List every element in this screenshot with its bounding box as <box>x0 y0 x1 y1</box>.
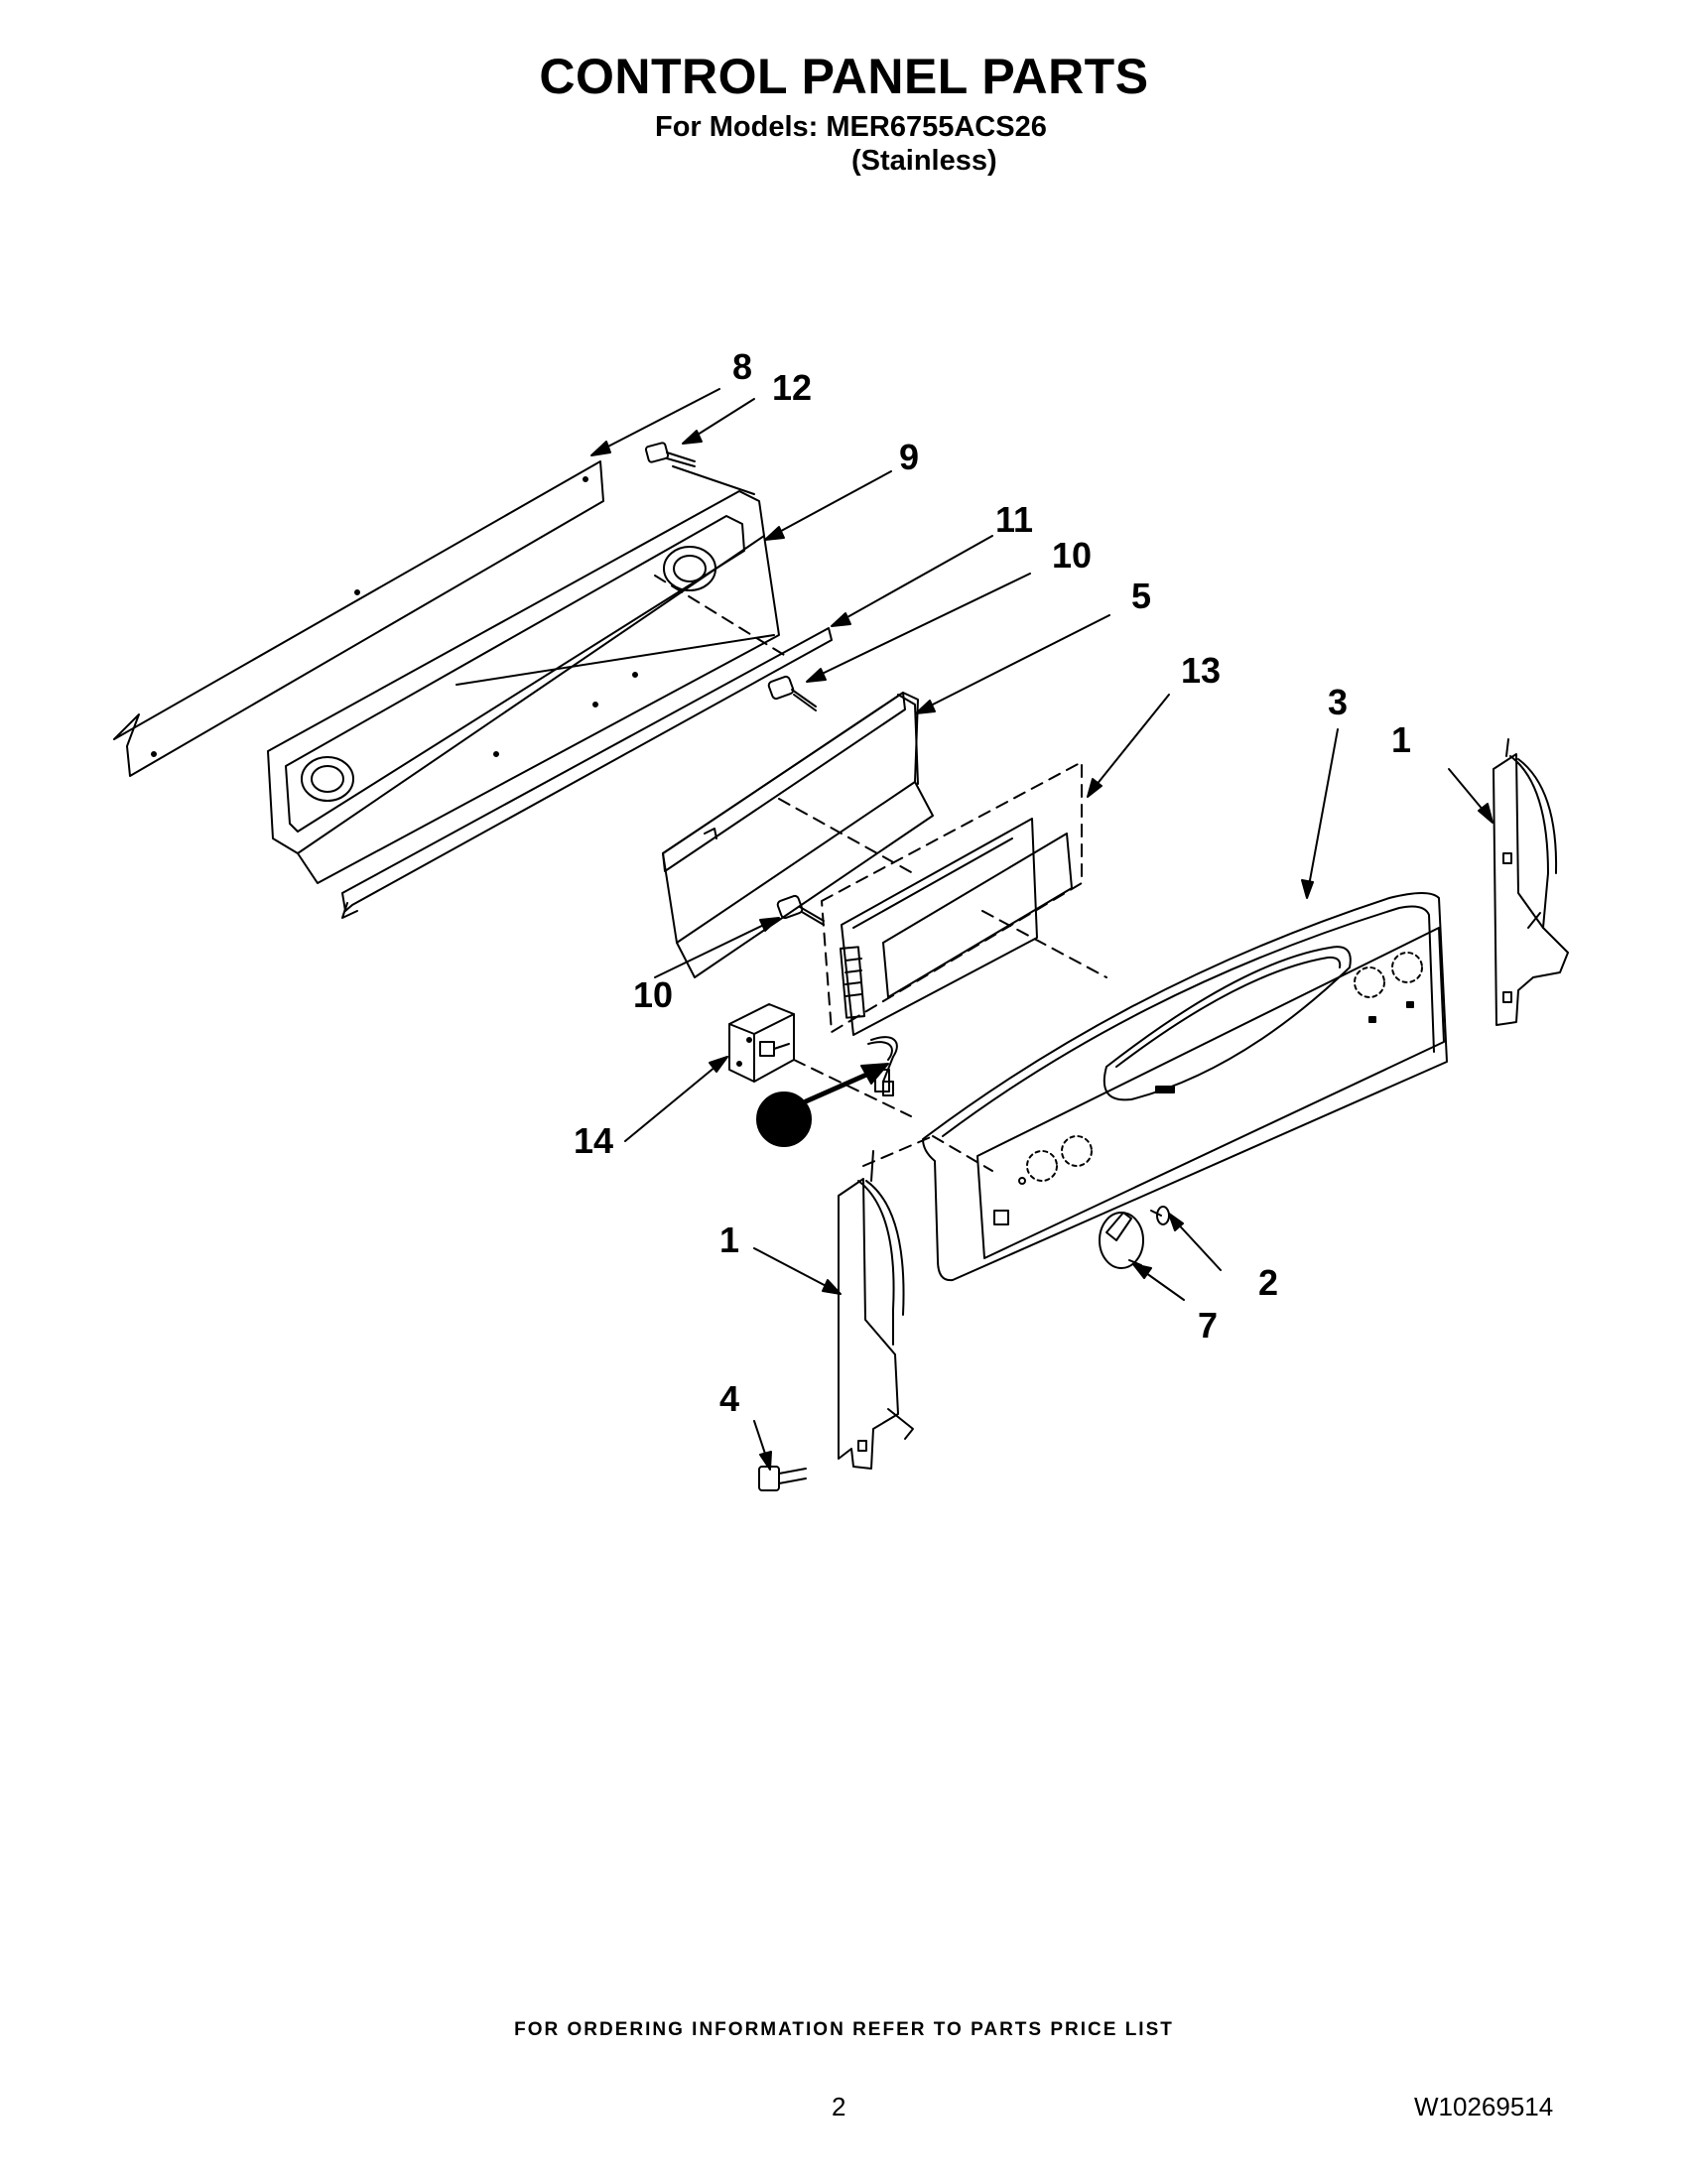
part-8-rear-shield <box>113 460 604 777</box>
part-9-console-back <box>267 465 780 884</box>
part-10-screw-upper <box>767 675 817 711</box>
part-10-screw-lower <box>776 894 825 926</box>
part-13-control-board <box>839 818 1073 1036</box>
callout-1-right: 1 <box>1391 719 1411 760</box>
document-number: W10269514 <box>1414 2092 1554 2121</box>
part-7-knob <box>1099 1212 1144 1269</box>
part-11-bracket <box>341 627 833 919</box>
callout-2: 2 <box>1258 1262 1278 1303</box>
part-1-bracket-left <box>838 1150 914 1470</box>
variant-line: (Stainless) <box>851 145 997 177</box>
part-1-bracket-right <box>1493 738 1569 1026</box>
part-13-assembly-boundary <box>821 761 1083 1033</box>
callout-labels: 8 12 9 11 10 5 13 3 1 10 14 1 2 7 4 <box>574 346 1411 1419</box>
callout-8: 8 <box>732 346 752 387</box>
page-number: 2 <box>832 2092 846 2121</box>
part-3-control-panel <box>922 892 1448 1282</box>
models-line: For Models: MER6755ACS26 <box>655 111 1047 143</box>
callout-14: 14 <box>574 1120 613 1161</box>
callout-13: 13 <box>1181 650 1221 691</box>
callout-3: 3 <box>1328 682 1348 722</box>
callout-1-left: 1 <box>719 1220 739 1260</box>
part-5-cover <box>662 692 934 978</box>
callout-4: 4 <box>719 1378 739 1419</box>
callout-5: 5 <box>1131 576 1151 616</box>
ordering-note: FOR ORDERING INFORMATION REFER TO PARTS … <box>514 2019 1174 2040</box>
callout-9: 9 <box>899 437 919 477</box>
callout-12: 12 <box>772 367 812 408</box>
callout-7: 7 <box>1198 1305 1218 1346</box>
part-14-switch <box>728 1003 795 1083</box>
part-2-screw <box>1150 1206 1170 1225</box>
callout-10-upper: 10 <box>1052 535 1092 576</box>
callout-10-lower: 10 <box>633 974 673 1015</box>
part-12-screw <box>644 442 696 467</box>
reference-dot <box>756 1063 889 1147</box>
part-4-screw <box>758 1466 807 1491</box>
callout-11: 11 <box>995 499 1033 540</box>
leader-arrows <box>590 388 1493 1471</box>
page-title: CONTROL PANEL PARTS <box>539 49 1149 104</box>
alignment-lines <box>654 575 1107 1172</box>
